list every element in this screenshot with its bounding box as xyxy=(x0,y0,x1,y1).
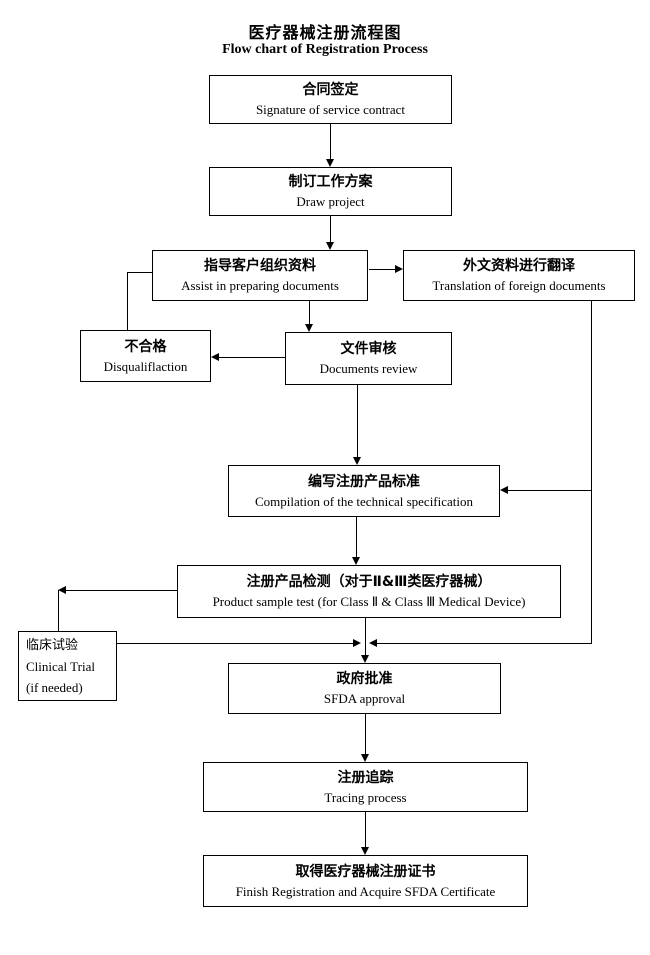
node-translation-en: Translation of foreign documents xyxy=(432,278,606,293)
connector-approval-tracing xyxy=(365,714,366,755)
node-approval-zh: 政府批准 xyxy=(336,671,393,687)
node-tracing-zh: 注册追踪 xyxy=(337,769,394,786)
connector-assist-translation xyxy=(369,269,396,270)
node-clinical: 临床试验 Clinical Trial (if needed) xyxy=(18,631,117,701)
node-clinical-note: (if needed) xyxy=(26,679,83,695)
arrowhead-down-test-approval xyxy=(361,655,369,663)
arrowhead-down-tracing-certificate xyxy=(361,847,369,855)
node-approval: 政府批准 SFDA approval xyxy=(228,663,501,714)
node-clinical-en: Clinical Trial xyxy=(26,658,95,674)
node-assist: 指导客户组织资料 Assist in preparing documents xyxy=(152,250,368,301)
connector-test-clinical-v xyxy=(58,590,59,631)
connector-project-assist xyxy=(330,216,331,243)
connector-assist-loop-h xyxy=(127,272,152,273)
connector-assist-loop-v xyxy=(127,272,128,330)
connector-review-disqualify xyxy=(219,357,285,358)
arrowhead-down-assist-review xyxy=(305,324,313,332)
node-assist-zh: 指导客户组织资料 xyxy=(204,258,316,274)
arrowhead-left-spine-compilation xyxy=(500,486,508,494)
connector-compilation-test xyxy=(356,517,357,558)
connector-spine-compilation xyxy=(508,490,592,491)
node-clinical-zh: 临床试验 xyxy=(26,637,79,653)
node-tracing: 注册追踪 Tracing process xyxy=(203,762,528,812)
arrowhead-left-spine-junction xyxy=(369,639,377,647)
node-review: 文件审核 Documents review xyxy=(285,332,452,385)
connector-review-compilation xyxy=(357,385,358,458)
node-test: 注册产品检测（对于Ⅱ&Ⅲ类医疗器械） Product sample test (… xyxy=(177,565,561,618)
arrowhead-left-test-clinical xyxy=(58,586,66,594)
node-project-zh: 制订工作方案 xyxy=(288,174,373,190)
connector-assist-review xyxy=(309,301,310,325)
node-compilation: 编写注册产品标准 Compilation of the technical sp… xyxy=(228,465,500,517)
node-contract: 合同签定 Signature of service contract xyxy=(209,75,452,124)
connector-clinical-junction xyxy=(117,643,353,644)
node-compilation-en: Compilation of the technical specificati… xyxy=(254,493,474,509)
page-title-en: Flow chart of Registration Process xyxy=(222,42,428,57)
node-project-en: Draw project xyxy=(296,194,365,209)
connector-test-approval xyxy=(365,618,366,656)
connector-test-clinical-h xyxy=(66,590,177,591)
node-translation: 外文资料进行翻译 Translation of foreign document… xyxy=(403,250,635,301)
arrowhead-down-contract-project xyxy=(326,159,334,167)
connector-translation-spine xyxy=(591,301,592,644)
node-contract-zh: 合同签定 xyxy=(302,82,359,98)
page-title-zh: 医疗器械注册流程图 xyxy=(248,23,402,42)
node-disqualify-en: Disqualiflaction xyxy=(103,358,188,374)
node-certificate: 取得医疗器械注册证书 Finish Registration and Acqui… xyxy=(203,855,528,907)
node-certificate-zh: 取得医疗器械注册证书 xyxy=(295,863,436,880)
node-compilation-zh: 编写注册产品标准 xyxy=(308,473,420,490)
connector-spine-junction xyxy=(377,643,592,644)
node-tracing-en: Tracing process xyxy=(324,789,407,805)
connector-contract-project xyxy=(330,124,331,160)
node-translation-zh: 外文资料进行翻译 xyxy=(463,258,575,274)
node-approval-en: SFDA approval xyxy=(323,691,406,706)
arrowhead-down-review-compilation xyxy=(353,457,361,465)
node-certificate-en: Finish Registration and Acquire SFDA Cer… xyxy=(235,883,496,899)
arrowhead-right-assist-translation xyxy=(395,265,403,273)
arrowhead-down-compilation-test xyxy=(352,557,360,565)
node-test-en: Product sample test (for Class Ⅱ & Class… xyxy=(212,594,526,609)
arrowhead-right-clinical-junction xyxy=(353,639,361,647)
node-project: 制订工作方案 Draw project xyxy=(209,167,452,216)
node-review-zh: 文件审核 xyxy=(340,341,397,357)
node-review-en: Documents review xyxy=(319,361,418,376)
node-test-zh: 注册产品检测（对于Ⅱ&Ⅲ类医疗器械） xyxy=(246,574,492,590)
arrowhead-down-project-assist xyxy=(326,242,334,250)
connector-tracing-certificate xyxy=(365,812,366,848)
node-disqualify: 不合格 Disqualiflaction xyxy=(80,330,211,382)
arrowhead-left-review-disqualify xyxy=(211,353,219,361)
node-disqualify-zh: 不合格 xyxy=(124,338,167,355)
arrowhead-down-approval-tracing xyxy=(361,754,369,762)
node-assist-en: Assist in preparing documents xyxy=(181,278,339,293)
node-contract-en: Signature of service contract xyxy=(255,102,406,117)
